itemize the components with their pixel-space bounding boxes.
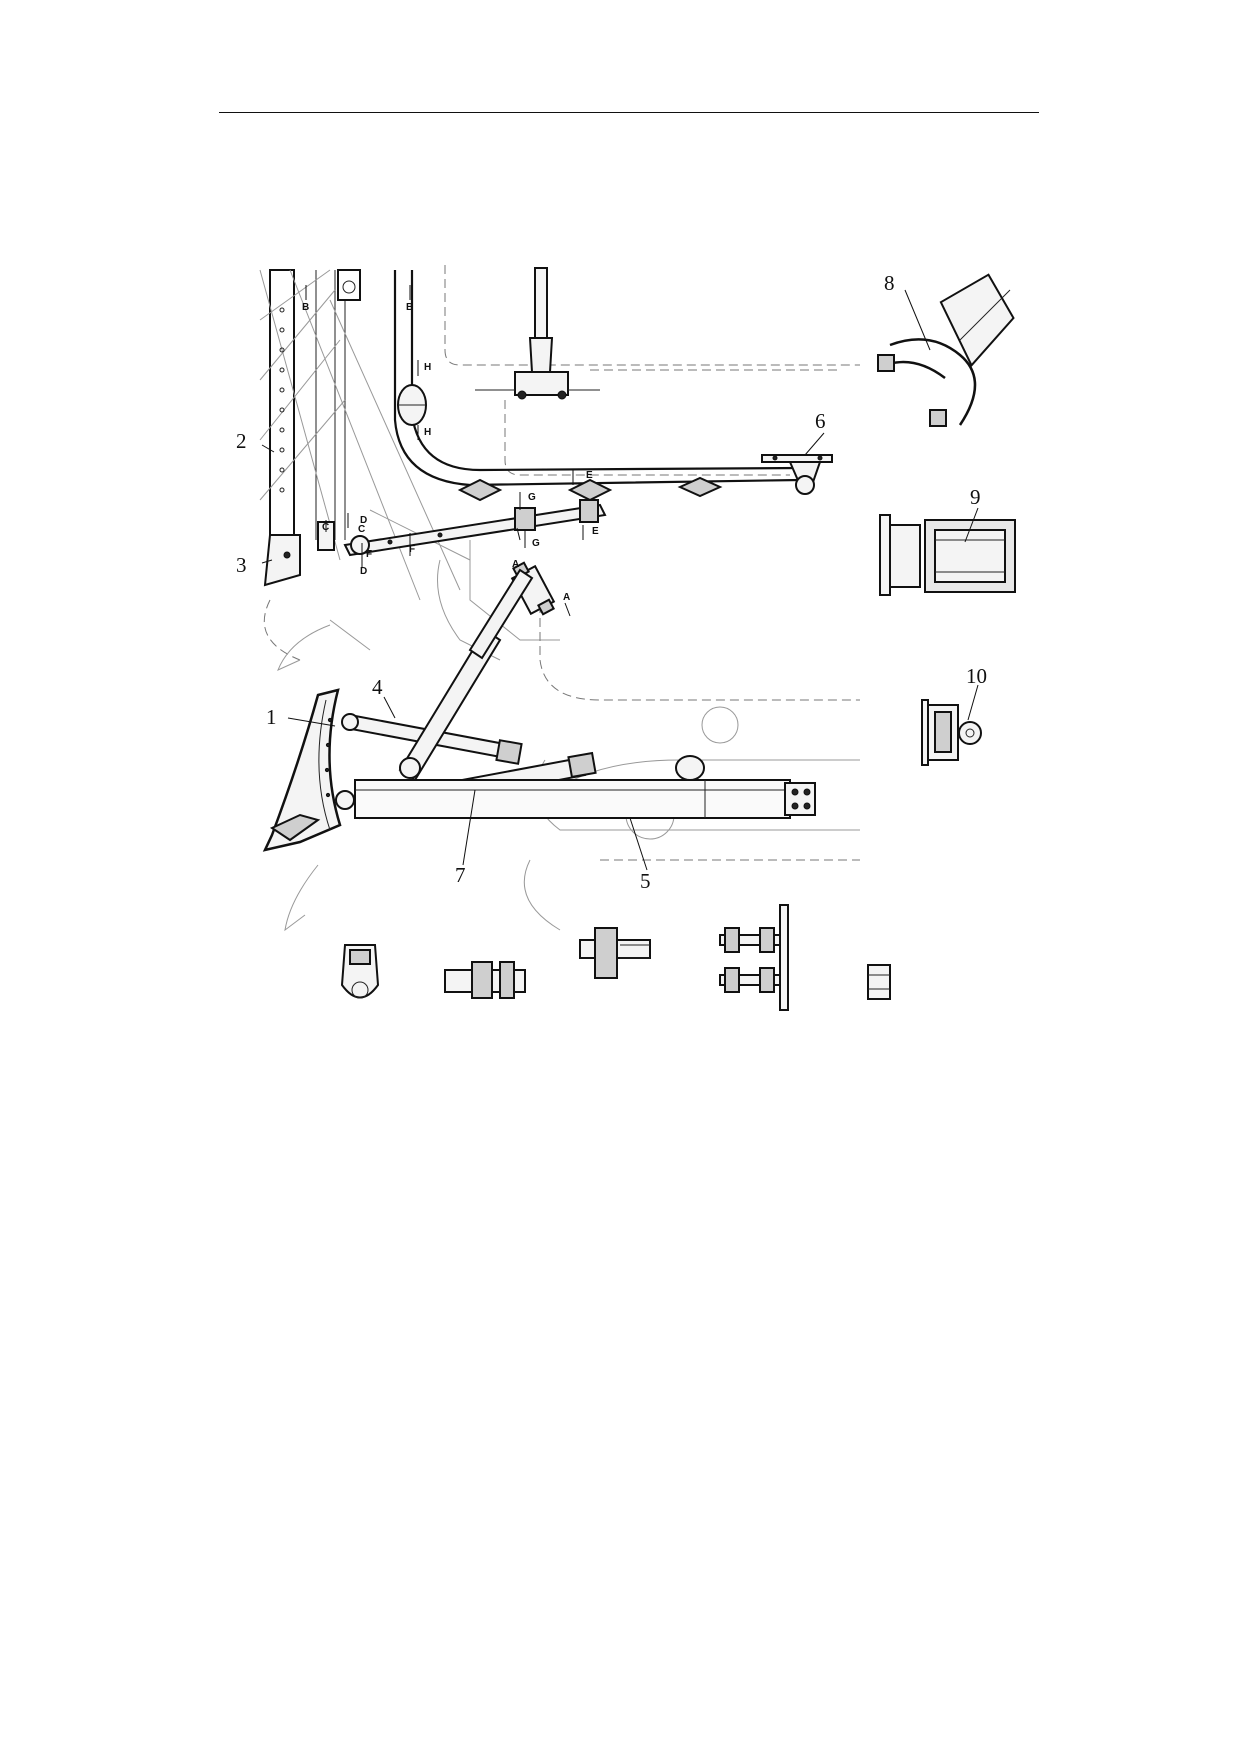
section-a-2: A (563, 592, 570, 603)
callout-4: 4 (372, 675, 383, 699)
item-1-blade (262, 624, 342, 932)
section-h-2: H (424, 427, 431, 438)
item-3-foot-bracket (263, 521, 335, 587)
section-markers (305, 285, 584, 617)
callout-8: 8 (884, 271, 895, 295)
item-9-block-detail (879, 514, 1016, 596)
tractor-ghost-outline (263, 265, 860, 931)
section-e-1: E (586, 470, 593, 481)
lift-cylinder-top (475, 267, 600, 400)
leader-lines (261, 289, 979, 871)
section-d-1: D (360, 515, 367, 526)
section-letters: A A B B C C D D E E F F G G H H (302, 302, 599, 603)
bottom-detail-clamp-block (444, 961, 526, 999)
callout-labels: 1 2 3 4 5 6 7 8 9 10 (236, 271, 987, 893)
item-6-mounting-plate (761, 454, 833, 495)
bottom-detail-plate-mount (719, 904, 789, 1011)
section-g-2: G (532, 538, 540, 549)
bottom-detail-eye-fitting (340, 944, 380, 999)
callout-3: 3 (236, 553, 247, 577)
lower-lift-cylinder (398, 568, 534, 782)
item-10-eye-detail (921, 699, 982, 766)
section-b-1: B (302, 302, 309, 313)
callout-9: 9 (970, 485, 981, 509)
section-g-1: G (528, 492, 536, 503)
section-f-2: F (409, 544, 415, 555)
section-f-1: F (366, 549, 372, 560)
section-b-2: B (406, 302, 413, 313)
callout-6: 6 (815, 409, 826, 433)
section-a-1: A (512, 559, 519, 570)
bottom-detail-fork (579, 927, 651, 979)
section-d-2: D (360, 566, 367, 577)
callout-1: 1 (266, 705, 277, 729)
section-e-2: E (592, 526, 599, 537)
page-top-rule (219, 112, 1039, 113)
callout-7: 7 (455, 863, 466, 887)
upper-frame-push-arm (393, 270, 801, 502)
callout-5: 5 (640, 869, 651, 893)
frame-bolt-holes (279, 307, 285, 493)
item-8-yoke-detail (877, 273, 1015, 427)
section-h-1: H (424, 362, 431, 373)
callout-10: 10 (966, 664, 987, 688)
callout-2: 2 (236, 429, 247, 453)
blade-rivets (324, 717, 333, 798)
item-5-push-beam (335, 755, 816, 819)
section-c-1: C (322, 522, 329, 533)
bottom-detail-small-block (867, 964, 891, 1000)
section-c-2: C (358, 524, 365, 535)
